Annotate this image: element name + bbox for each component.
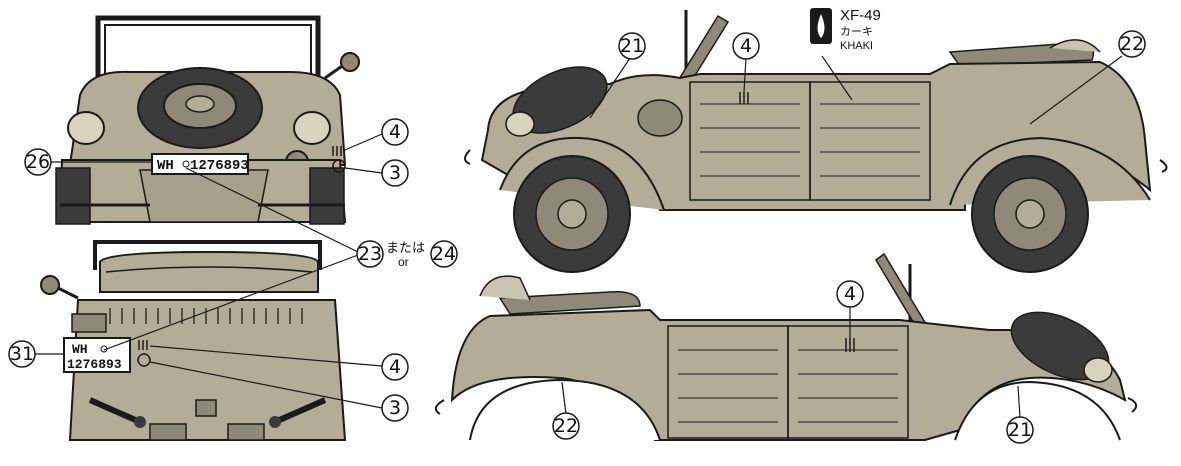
callout-22-top — [1118, 30, 1146, 58]
callout-4-side-bottom-label: 4 — [844, 283, 856, 305]
right-side-callouts: 21 4 22 — [589, 30, 1146, 125]
left-headlight-icon — [67, 111, 105, 145]
callout-23-label: 23 — [358, 243, 382, 265]
callout-3-rear-label: 3 — [389, 397, 401, 419]
left-headlight-icon — [1083, 357, 1113, 383]
rear-view: WH 1276893 — [40, 240, 347, 441]
right-headlight-icon — [505, 111, 535, 137]
callout-4-front-label: 4 — [389, 121, 401, 143]
rear-mirror-icon — [40, 275, 60, 295]
rear-plate-prefix: WH — [72, 342, 88, 357]
callout-23 — [356, 240, 384, 268]
callout-4-rear — [381, 353, 409, 381]
callout-22-bottom — [552, 412, 580, 440]
callout-3-front — [381, 159, 409, 187]
rear-callouts: 31 4 3 — [8, 340, 409, 422]
front-callouts: 26 4 3 — [24, 118, 409, 187]
paint-name-jp: カーキ — [840, 25, 873, 38]
callout-26 — [24, 148, 52, 176]
right-headlight-icon — [293, 111, 331, 145]
plate-decal-choice: 23 または or 24 — [103, 167, 458, 351]
mirror-icon — [340, 52, 360, 72]
paint-code: XF-49 — [840, 7, 881, 24]
front-plate-number: 1276893 — [190, 158, 249, 174]
rear-tactical-stripes — [138, 340, 148, 350]
or-text-jp: または — [386, 240, 425, 255]
callout-21-bottom-label: 21 — [1008, 419, 1032, 441]
right-door-rear — [809, 81, 931, 201]
callout-4-side-top — [732, 32, 760, 60]
callout-4-rear-label: 4 — [389, 356, 401, 378]
callout-21-top-label: 21 — [620, 35, 644, 57]
left-side-view — [434, 252, 1138, 441]
left-door-front — [787, 325, 909, 439]
callout-31 — [8, 340, 36, 368]
front-license-plate — [151, 153, 249, 175]
front-tactical-stripes — [332, 146, 342, 156]
front-emblem-icon — [332, 159, 346, 173]
engine-vents — [109, 308, 303, 324]
front-view: WH 1276893 — [55, 15, 360, 225]
callout-22-bottom-label: 22 — [554, 415, 578, 437]
left-tactical-stripes — [845, 338, 855, 352]
right-tactical-stripes — [739, 92, 749, 104]
callout-3-front-label: 3 — [389, 162, 401, 184]
rear-tail-light — [71, 313, 107, 333]
or-text-en: or — [398, 255, 409, 269]
right-side-view — [464, 10, 1168, 273]
callout-4-side-top-label: 4 — [740, 35, 752, 57]
callout-4-front — [381, 118, 409, 146]
rear-plate-number: 1276893 — [67, 357, 122, 372]
callout-21-top — [618, 32, 646, 60]
rear-emblem-icon — [137, 353, 151, 367]
callout-31-label: 31 — [10, 343, 34, 365]
paint-name-en: KHAKI — [840, 40, 873, 52]
callout-21-bottom — [1006, 416, 1034, 444]
rear-license-plate — [63, 337, 131, 373]
callout-4-side-bottom — [836, 280, 864, 308]
callout-24-label: 24 — [432, 243, 456, 265]
paint-legend: XF-49 カーキ KHAKI — [810, 7, 881, 101]
left-side-callouts: 4 22 21 — [552, 280, 1034, 444]
callout-24 — [430, 240, 458, 268]
front-plate-prefix: WH — [157, 158, 174, 174]
callout-22-top-label: 22 — [1120, 33, 1144, 55]
callout-3-rear — [381, 394, 409, 422]
callout-26-label: 26 — [26, 151, 50, 173]
